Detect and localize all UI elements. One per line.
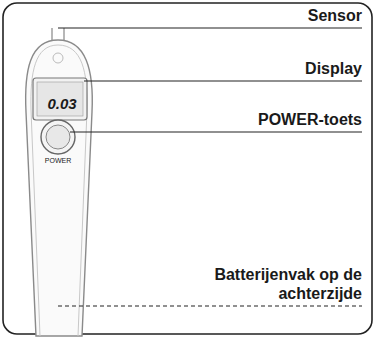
leader-line (84, 80, 362, 81)
part-label: Sensor (308, 6, 362, 25)
button-label: POWER (45, 157, 71, 165)
part-label: Batterijenvak op de achterzijde (192, 265, 362, 303)
power-button (46, 125, 70, 149)
device-body (26, 40, 93, 336)
leader-line-dashed (58, 305, 362, 306)
part-label: Display (305, 59, 362, 78)
leader-line (58, 27, 362, 28)
display-reading: 0.03 (47, 95, 76, 113)
display-window (33, 78, 87, 120)
leader-line (70, 131, 362, 132)
sensor-grille (53, 53, 63, 63)
part-label: POWER-toets (258, 110, 362, 129)
display-lcd (37, 82, 83, 116)
device-bevel (31, 45, 87, 336)
power-button-ring (41, 120, 75, 154)
